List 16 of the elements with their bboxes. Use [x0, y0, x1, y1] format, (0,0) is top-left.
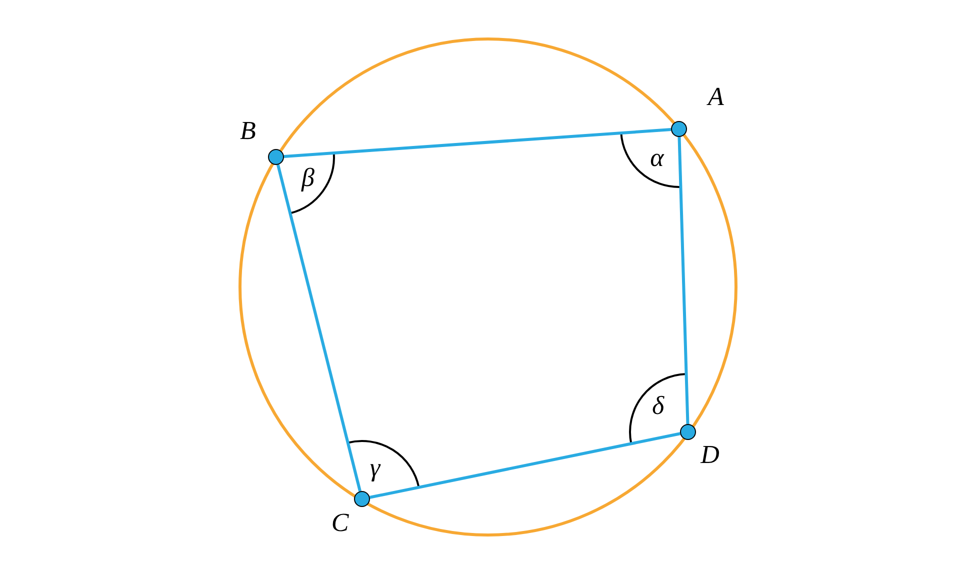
angle-label: β — [302, 165, 314, 191]
vertex-point — [671, 121, 687, 137]
quadrilateral-side — [276, 164, 362, 492]
vertex-label: A — [708, 84, 724, 110]
vertex-label: C — [331, 510, 349, 536]
vertex-label: B — [240, 118, 256, 144]
vertex-point — [268, 149, 284, 165]
angle-label: δ — [652, 393, 664, 419]
quadrilateral-side — [678, 136, 690, 424]
quadrilateral-side — [284, 128, 672, 158]
vertex-point — [680, 424, 696, 440]
vertex-label: D — [700, 442, 720, 468]
vertex-point — [354, 491, 370, 507]
quadrilateral-side — [370, 432, 680, 499]
angle-label: α — [650, 145, 664, 171]
angle-label: γ — [370, 455, 380, 481]
